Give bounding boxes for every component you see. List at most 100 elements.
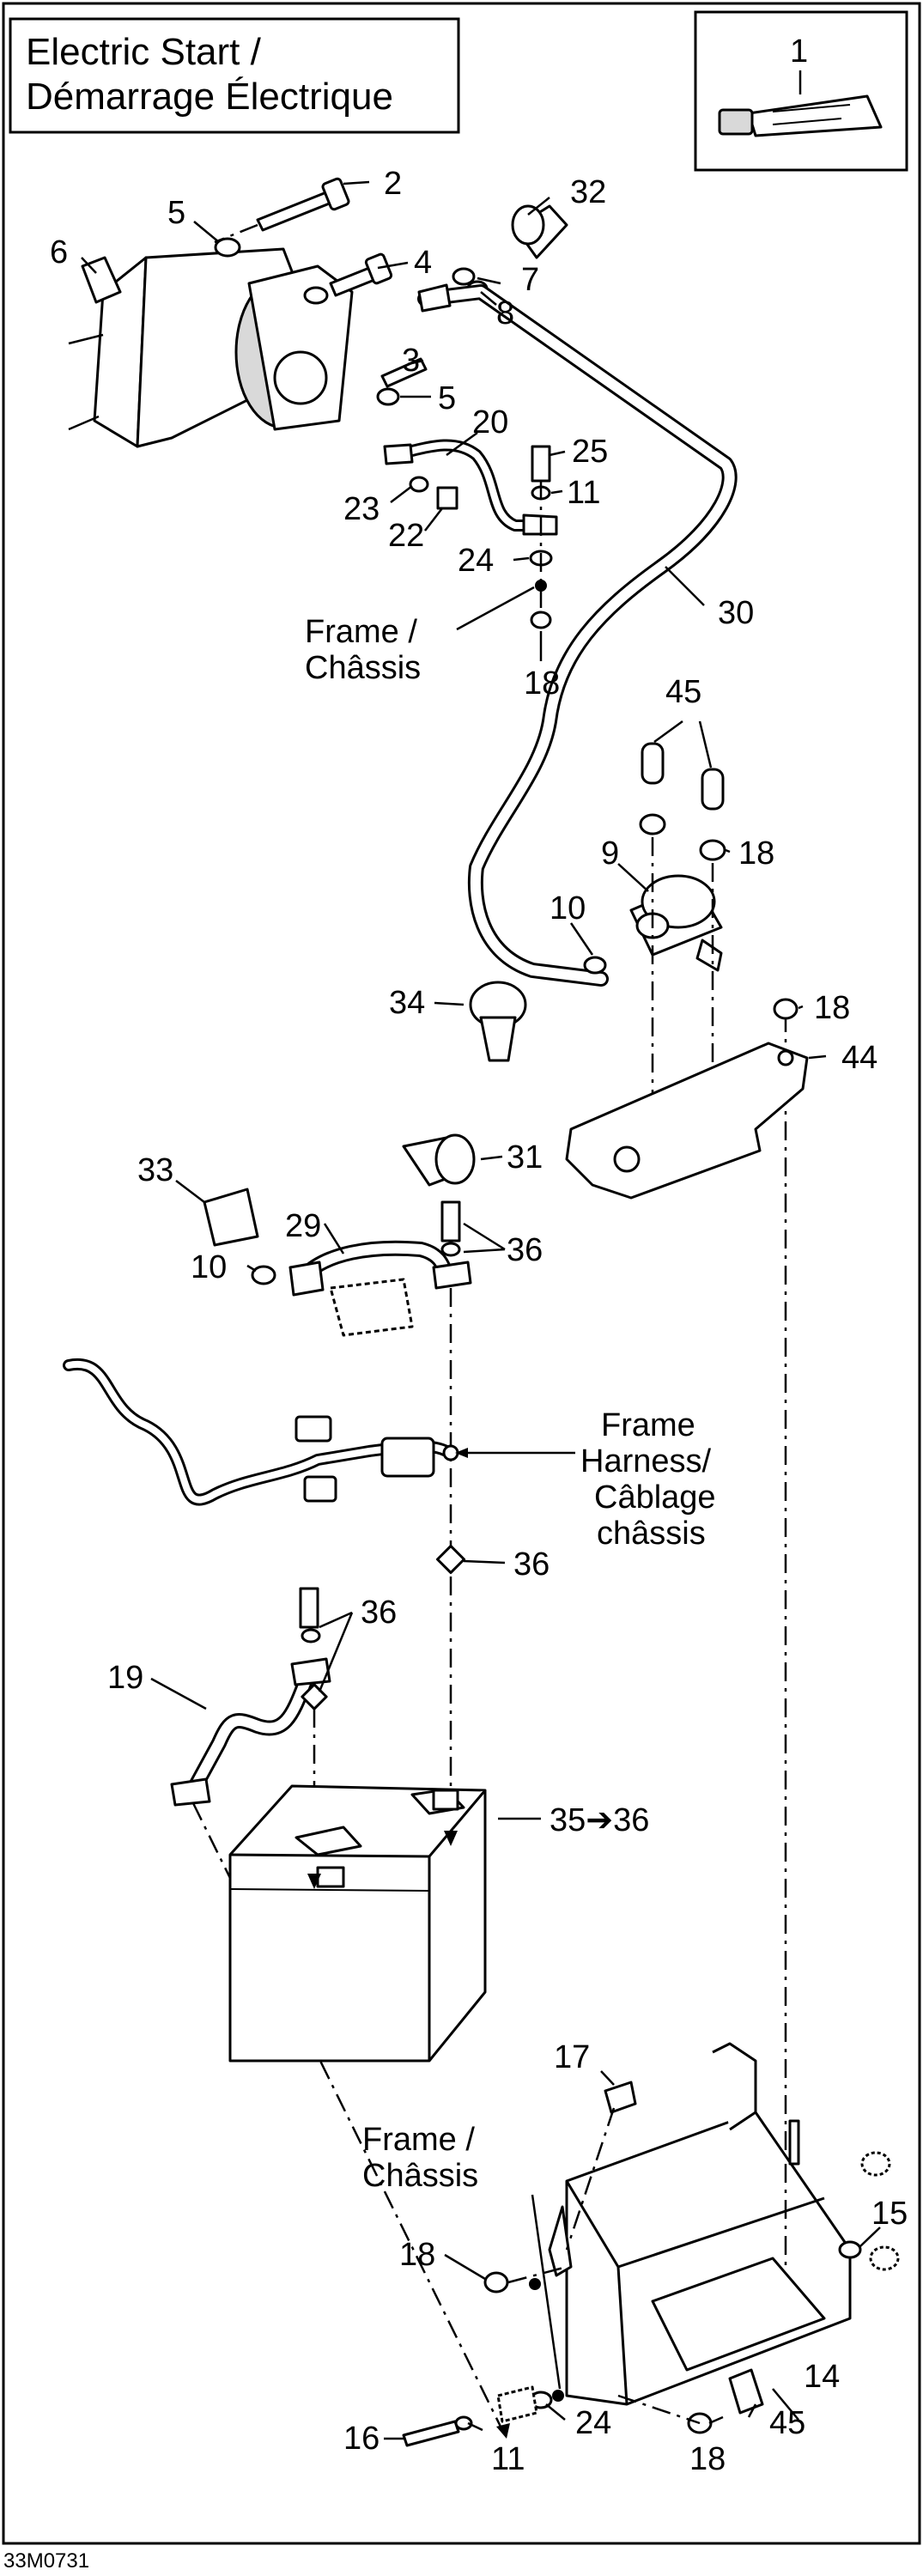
bolt-4 [329, 252, 393, 297]
callout-1: 1 [790, 33, 808, 70]
nut-18-tray [483, 2271, 509, 2293]
callout-numbers: 2 5 6 4 7 8 32 3 5 20 25 11 23 22 24 30 … [50, 166, 908, 2477]
callout-45-top: 45 [665, 674, 701, 710]
frame-point-2b [552, 2390, 564, 2402]
terminal-boot-34 [469, 981, 527, 1062]
callout-7: 7 [521, 262, 539, 298]
frame-label-1-line1: Frame / [305, 614, 417, 650]
nut-36b [435, 1544, 466, 1575]
washer-36a [440, 1242, 461, 1257]
callout-29: 29 [285, 1208, 321, 1244]
washer-4 [303, 286, 329, 305]
washer-5-top [214, 237, 241, 258]
battery-cable-29 [288, 1240, 472, 1297]
solenoid-9 [629, 874, 723, 972]
frame-label-1-line2: Châssis [305, 650, 421, 686]
text-labels: Frame / Châssis Frame Harness/ Câblage c… [3, 614, 716, 2573]
callout-11-low: 11 [491, 2441, 525, 2477]
nut-7 [452, 267, 476, 286]
bolt-36a [440, 1200, 461, 1242]
callout-2: 2 [384, 166, 402, 202]
callout-23: 23 [343, 491, 380, 527]
bolt-25 [531, 445, 551, 483]
callout-10-top: 10 [550, 890, 586, 927]
solenoid-ghost [329, 1278, 414, 1337]
callout-32: 32 [570, 174, 606, 210]
callout-30: 30 [718, 595, 754, 631]
callout-18-solenoid: 18 [738, 835, 774, 872]
inset-box: 1 [694, 10, 908, 172]
starter-motor [68, 247, 354, 448]
battery-cable-19 [170, 1657, 331, 1807]
starter-cable-30 [417, 283, 738, 987]
boots-45 [641, 742, 725, 811]
nut-18-solenoid-b [699, 839, 726, 861]
harness-label-line2: Harness/ [580, 1443, 711, 1479]
callout-18-tray: 18 [399, 2237, 435, 2273]
title-line-2: Démarrage Électrique [26, 76, 393, 118]
terminal-boot-31 [402, 1133, 476, 1187]
callout-24-low: 24 [575, 2405, 611, 2441]
callout-22: 22 [388, 518, 424, 554]
frame-label-2-line2: Châssis [362, 2158, 478, 2194]
nut-tray-ghost-a [860, 2151, 891, 2177]
bolt-36c [299, 1587, 319, 1629]
callout-25: 25 [572, 434, 608, 470]
terminal-boot-32 [511, 204, 568, 259]
mounting-bracket-44 [565, 1042, 809, 1200]
callout-4: 4 [414, 245, 432, 281]
callout-11-top: 11 [567, 475, 600, 511]
nut-18-bracket [773, 998, 799, 1020]
bolt-17 [604, 2081, 637, 2114]
battery-tray-14 [548, 2042, 852, 2406]
callout-45-low: 45 [769, 2405, 805, 2441]
title-line-1: Electric Start / [26, 31, 262, 73]
callout-35: 35➔36 [550, 1802, 649, 1838]
arrow-to-battery-b [444, 1831, 458, 1846]
callout-9: 9 [601, 835, 619, 872]
nut-10b [251, 1265, 276, 1285]
harness-label-line4: châssis [597, 1516, 706, 1552]
harness-label-line3: Câblage [594, 1479, 716, 1516]
frame-harness [63, 1358, 459, 1506]
callout-5-low: 5 [438, 380, 456, 416]
callout-33: 33 [137, 1152, 173, 1188]
callout-34: 34 [389, 985, 425, 1021]
nut-10a [583, 956, 607, 975]
battery-35 [228, 1784, 487, 2063]
leader-lines [81, 180, 881, 2440]
callout-5-top: 5 [167, 195, 185, 231]
stud-tray [788, 2119, 800, 2166]
ground-cable-20 [383, 439, 558, 536]
callout-20: 20 [472, 404, 508, 440]
washer-23 [409, 476, 429, 493]
nut-tray-ghost-b [869, 2245, 900, 2271]
callout-44: 44 [841, 1040, 877, 1076]
bolt-22 [436, 486, 458, 510]
callout-24-top: 24 [458, 543, 494, 579]
title-box: Electric Start / Démarrage Électrique [9, 17, 460, 134]
sealant-tube-icon [718, 94, 883, 137]
harness-label-line1: Frame [601, 1407, 695, 1443]
bolt-3 [380, 357, 428, 388]
callout-36-battery: 36 [361, 1595, 397, 1631]
callout-36-mid: 36 [513, 1546, 550, 1583]
arrow-to-tray [496, 2423, 510, 2439]
callout-18-bracket: 18 [814, 990, 850, 1026]
callout-3: 3 [402, 343, 420, 379]
frame-label-2-line1: Frame / [362, 2122, 475, 2158]
callout-19: 19 [107, 1660, 143, 1696]
nut-18a [530, 611, 552, 629]
callout-8: 8 [496, 295, 514, 331]
washer-15 [838, 2240, 862, 2259]
boot-45-bottom [728, 2368, 764, 2415]
callout-10-low: 10 [191, 1249, 227, 1285]
frame-point-1 [535, 580, 547, 592]
figure-code: 33M0731 [3, 2549, 89, 2573]
callout-36-top: 36 [507, 1232, 543, 1268]
washer-36c [301, 1628, 321, 1643]
callout-15: 15 [871, 2196, 908, 2232]
callout-18-top: 18 [524, 665, 560, 702]
